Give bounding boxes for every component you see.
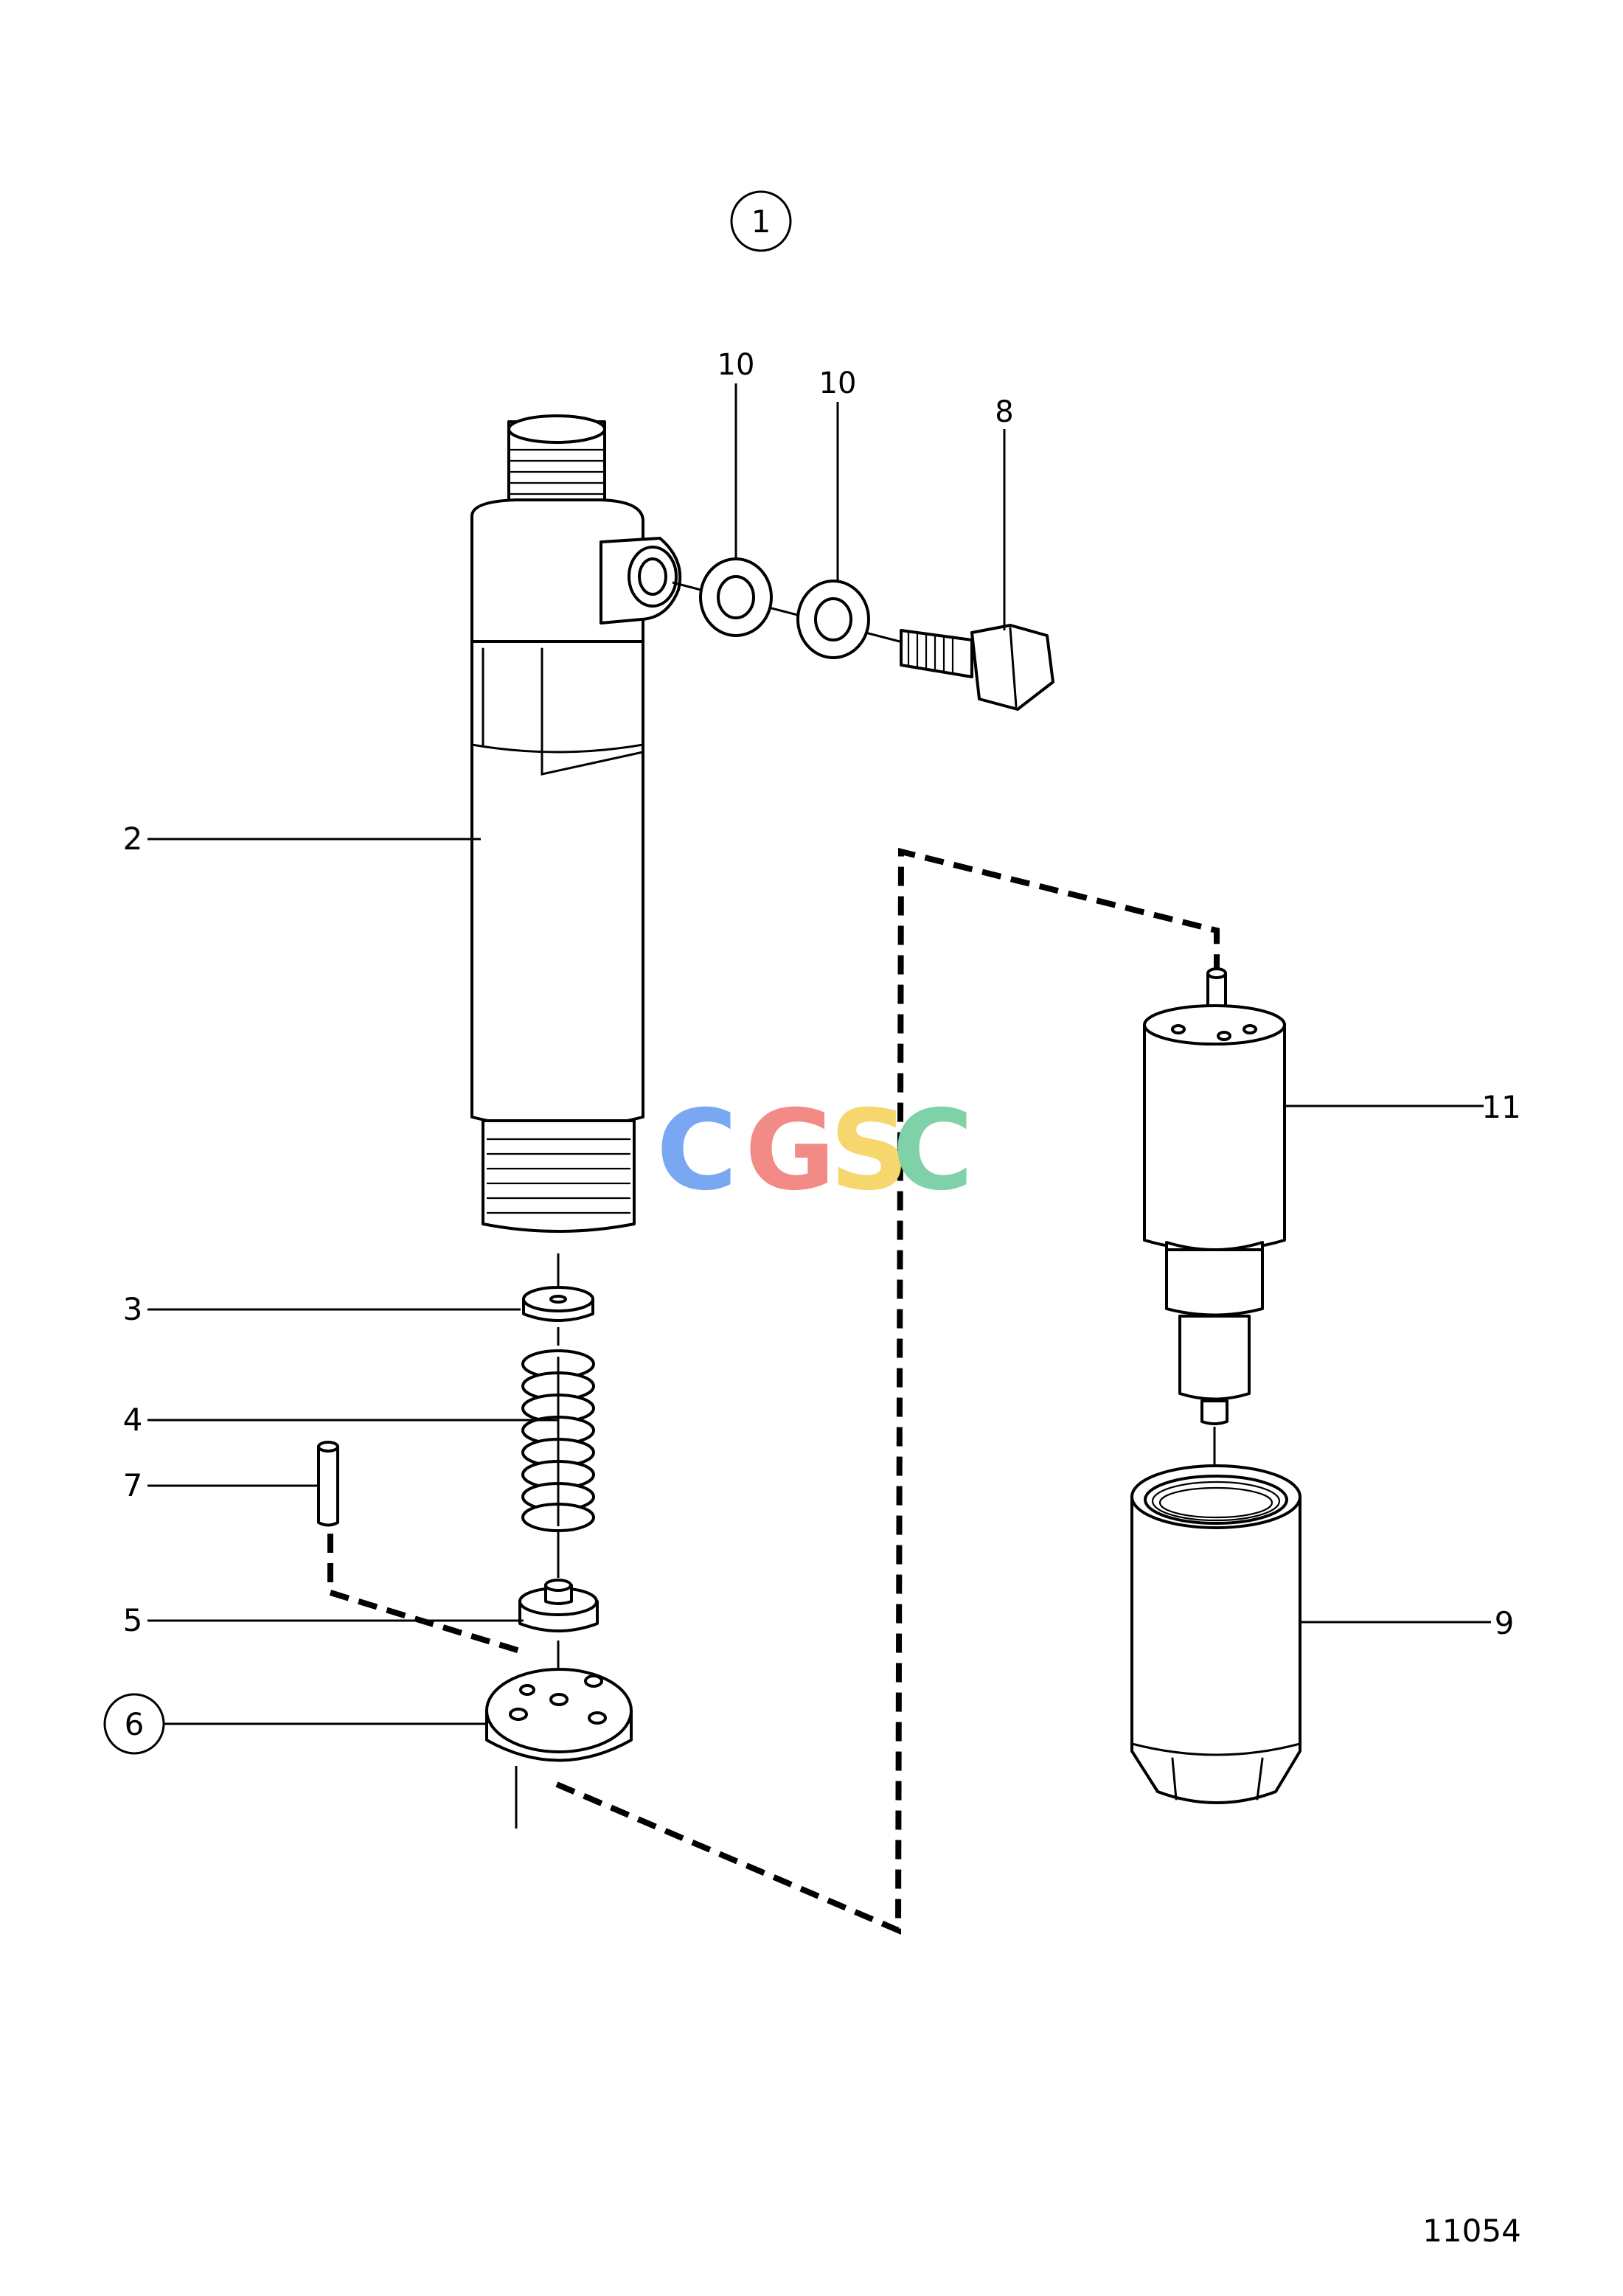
guide-dashed-line (555, 847, 1220, 1935)
callout-number: 5 (123, 1602, 143, 1638)
callout-number: 2 (123, 821, 143, 857)
callout-11: 11 (1285, 1089, 1521, 1125)
callout-number: 10 (717, 348, 755, 382)
banjo-bolt-part-8 (900, 624, 1054, 711)
callout-number: 7 (123, 1467, 143, 1503)
watermark-letter: C (892, 1087, 973, 1215)
assembly-number: 1 (751, 203, 771, 240)
spring-part-4 (521, 1349, 595, 1532)
watermark-letter: G (745, 1087, 835, 1215)
nozzle-nut-part-9 (1130, 1464, 1301, 1804)
callout-number: 4 (123, 1402, 143, 1438)
callout-number: 9 (1495, 1605, 1515, 1641)
intermediate-disc-part-6 (485, 1668, 633, 1762)
callout-3: 3 (123, 1291, 521, 1327)
watermark-letter: C (656, 1087, 737, 1215)
callout-4: 4 (123, 1402, 558, 1438)
callout-7: 7 (123, 1467, 319, 1503)
callout-number: 10 (819, 366, 857, 400)
watermark-letter: S (830, 1087, 909, 1215)
callout-2: 2 (123, 821, 481, 857)
watermark-logo: C G S C (656, 1087, 973, 1215)
sealing-washer-part-10b (796, 580, 870, 659)
callout-6: 6 (103, 1693, 488, 1755)
callout-9: 9 (1300, 1605, 1514, 1641)
dowel-pin-part-7 (317, 1441, 339, 1527)
shim-part-3 (522, 1286, 594, 1322)
callout-10a: 10 (717, 348, 755, 560)
injection-nozzle-part-11 (1143, 967, 1286, 1425)
callout-8: 8 (995, 395, 1014, 630)
drawing-number: 11054 (1422, 2213, 1521, 2249)
callout-number: 6 (125, 1706, 145, 1742)
spring-seat-part-5 (518, 1579, 599, 1632)
callout-number: 3 (123, 1291, 143, 1327)
callout-number: 8 (995, 395, 1013, 429)
guide-dashed-line (327, 1534, 524, 1655)
sealing-washer-part-10a (699, 557, 773, 637)
callout-number: 11 (1481, 1089, 1521, 1125)
injector-holder-body (470, 414, 682, 1233)
callout-10b: 10 (819, 366, 857, 582)
callout-5: 5 (123, 1602, 524, 1638)
assembly-callout: 1 (730, 190, 792, 252)
